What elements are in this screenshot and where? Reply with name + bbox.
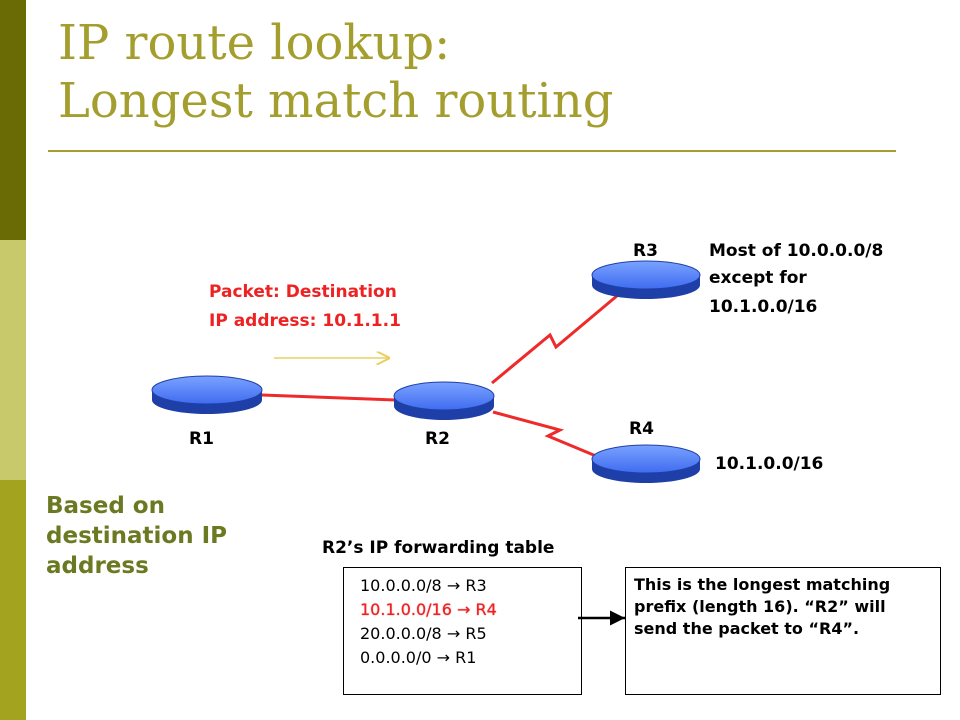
row-next-hop: R3	[465, 576, 487, 595]
link-r1-r2	[261, 393, 397, 402]
arrow-glyph: →	[446, 576, 461, 595]
table-row: 0.0.0.0/0 → R1	[360, 646, 581, 670]
router-r3	[591, 260, 701, 299]
router-label-r3: R3	[633, 241, 658, 261]
arrow-glyph: →	[446, 624, 461, 643]
based-on-note: Based on destination IP address	[46, 491, 227, 581]
r3-note-line-2: except for	[709, 268, 807, 288]
packet-note-line-2: IP address: 10.1.1.1	[209, 311, 401, 331]
table-row: 10.1.0.0/16 → R4	[360, 598, 581, 622]
row-next-hop: R1	[455, 648, 477, 667]
explanation-box: This is the longest matching prefix (len…	[625, 567, 941, 695]
sidebar-block-mid	[0, 480, 26, 720]
router-r1	[151, 375, 263, 414]
arrow-glyph: →	[436, 648, 451, 667]
page-title: IP route lookup: Longest match routing	[58, 14, 614, 130]
r3-note-line-3: 10.1.0.0/16	[709, 297, 818, 317]
link-r2-r4	[492, 410, 597, 458]
forwarding-table-caption: R2’s IP forwarding table	[322, 538, 555, 558]
router-r2	[393, 381, 495, 420]
title-line-1: IP route lookup:	[58, 15, 451, 71]
r3-note-line-1: Most of 10.0.0.0/8	[709, 241, 884, 261]
packet-note-line-1: Packet: Destination	[209, 282, 397, 302]
link-r2-r3	[491, 293, 619, 385]
row-next-hop: R5	[465, 624, 487, 643]
router-r4	[591, 444, 701, 483]
based-on-line-1: Based on	[46, 493, 165, 519]
based-on-line-3: address	[46, 553, 149, 579]
router-label-r2: R2	[425, 429, 450, 449]
r4-note: 10.1.0.0/16	[715, 454, 824, 474]
sidebar-block-dark	[0, 0, 26, 240]
based-on-line-2: destination IP	[46, 523, 228, 549]
row-prefix: 0.0.0.0/0	[360, 648, 432, 667]
title-underline	[48, 150, 896, 152]
title-line-2: Longest match routing	[58, 73, 614, 129]
table-row: 10.0.0.0/8 → R3	[360, 574, 581, 598]
router-label-r1: R1	[189, 429, 214, 449]
row-next-hop: R4	[475, 600, 497, 619]
row-prefix: 10.1.0.0/16	[360, 600, 452, 619]
forwarding-table: 10.0.0.0/8 → R3 10.1.0.0/16 → R4 20.0.0.…	[343, 567, 582, 695]
table-row: 20.0.0.0/8 → R5	[360, 622, 581, 646]
router-label-r4: R4	[629, 419, 654, 439]
sidebar-block-light	[0, 240, 26, 480]
row-prefix: 10.0.0.0/8	[360, 576, 442, 595]
sidebar-decoration	[0, 0, 26, 720]
row-prefix: 20.0.0.0/8	[360, 624, 442, 643]
arrow-glyph: →	[457, 600, 471, 619]
